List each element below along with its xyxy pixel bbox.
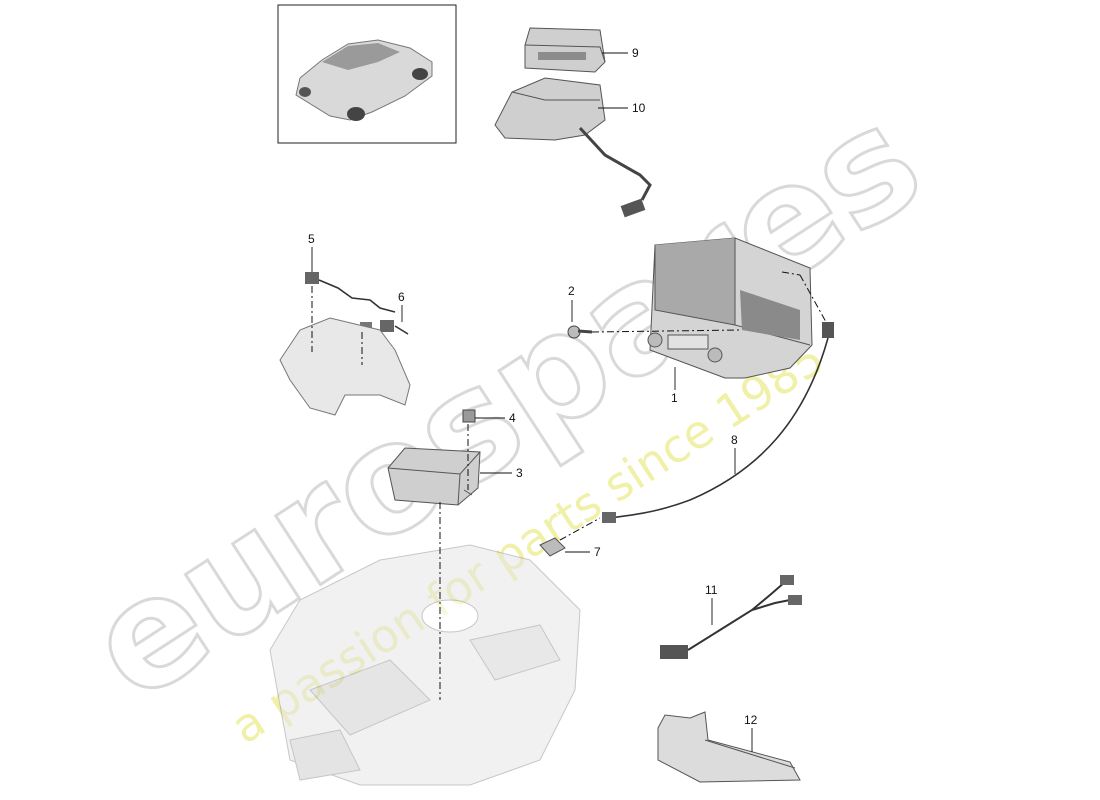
callout-4: 4 xyxy=(509,411,516,425)
callout-8: 8 xyxy=(731,433,738,447)
leader-lines xyxy=(311,52,753,752)
callout-3: 3 xyxy=(516,466,523,480)
assembly-lines xyxy=(311,271,827,700)
callout-2: 2 xyxy=(568,284,575,298)
vehicle-thumbnail xyxy=(277,4,457,144)
callout-labels: 9 10 1 2 5 6 4 3 8 7 11 12 xyxy=(308,46,758,727)
floor-pan xyxy=(269,544,581,786)
part-4-nut xyxy=(462,409,476,423)
part-9-module xyxy=(524,27,606,73)
callout-1: 1 xyxy=(671,391,678,405)
part-1-head-unit xyxy=(647,237,813,379)
part-5-connector xyxy=(305,272,396,313)
part-10-bracket xyxy=(494,77,652,218)
callout-5: 5 xyxy=(308,232,315,246)
callout-6: 6 xyxy=(398,290,405,304)
callout-12: 12 xyxy=(744,713,758,727)
callout-9: 9 xyxy=(632,46,639,60)
part-12-bracket xyxy=(657,711,801,783)
callout-10: 10 xyxy=(632,101,646,115)
part-8-cable xyxy=(602,322,834,523)
part-11-harness xyxy=(660,575,802,659)
callout-11: 11 xyxy=(705,583,718,597)
car-icon xyxy=(295,39,433,121)
part-3-control-unit xyxy=(387,447,481,506)
part-2-screw xyxy=(567,325,593,339)
part-7-clip xyxy=(539,537,566,557)
callout-7: 7 xyxy=(594,545,601,559)
